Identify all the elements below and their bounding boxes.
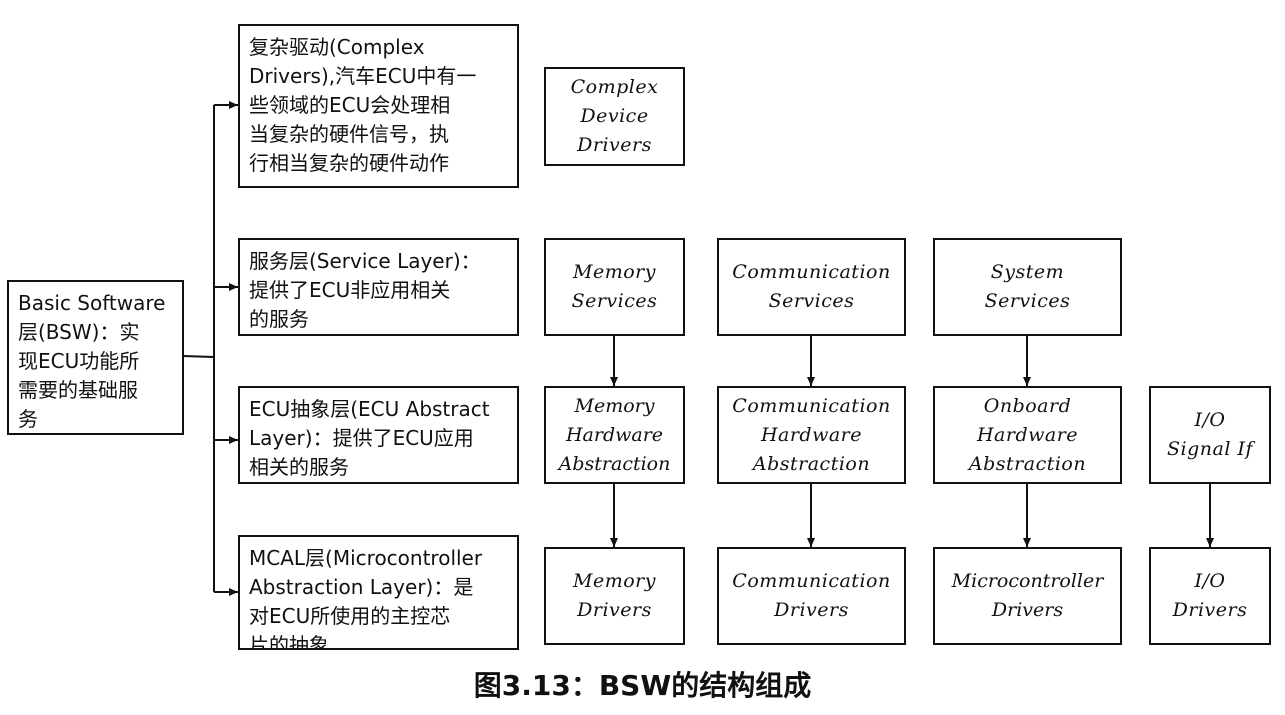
layer-service-box: 服务层(Service Layer)： 提供了ECU非应用相关 的服务 (238, 238, 519, 336)
module-communication-services: Communication Services (717, 238, 906, 336)
module-microcontroller-drivers: Microcontroller Drivers (933, 547, 1122, 645)
bsw-root-box: Basic Software 层(BSW)：实 现ECU功能所 需要的基础服 务 (7, 280, 184, 435)
module-memory-services: Memory Services (544, 238, 685, 336)
layer-mcal-box: MCAL层(Microcontroller Abstraction Layer)… (238, 535, 519, 650)
module-memory-hardware-abstraction: Memory Hardware Abstraction (544, 386, 685, 484)
figure-caption: 图3.13：BSW的结构组成 (473, 669, 812, 702)
root-connector (182, 355, 215, 358)
module-io-drivers: I/O Drivers (1149, 547, 1271, 645)
module-communication-drivers: Communication Drivers (717, 547, 906, 645)
module-onboard-hardware-abstraction: Onboard Hardware Abstraction (933, 386, 1122, 484)
layer-complex-drivers-box: 复杂驱动(Complex Drivers),汽车ECU中有一 些领域的ECU会处… (238, 24, 519, 188)
module-memory-drivers: Memory Drivers (544, 547, 685, 645)
module-io-signal-if: I/O Signal If (1149, 386, 1271, 484)
module-complex-device-drivers: Complex Device Drivers (544, 67, 685, 166)
module-system-services: System Services (933, 238, 1122, 336)
module-communication-hardware-abstraction: Communication Hardware Abstraction (717, 386, 906, 484)
layer-ecu-abstraction-box: ECU抽象层(ECU Abstract Layer)：提供了ECU应用 相关的服… (238, 386, 519, 484)
